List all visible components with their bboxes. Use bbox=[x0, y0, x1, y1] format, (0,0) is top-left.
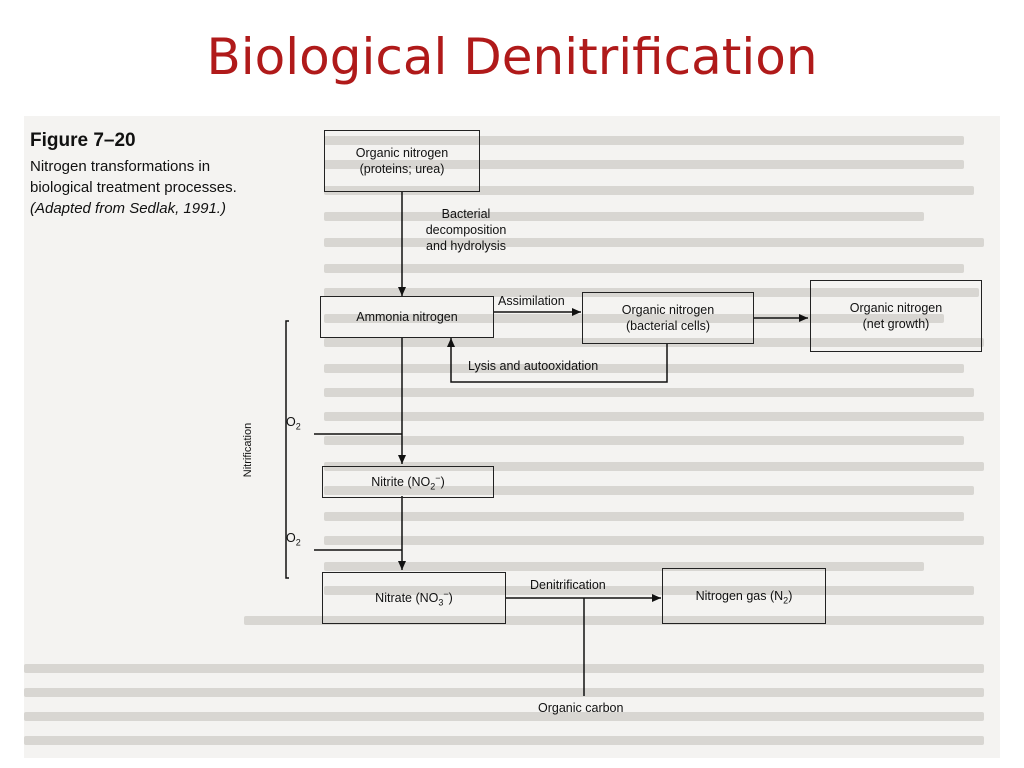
label-bacterial-decomposition: Bacterial decomposition and hydrolysis bbox=[425, 207, 507, 253]
slide-title: Biological Denitrification bbox=[206, 28, 818, 86]
figure-number: Figure 7–20 bbox=[30, 130, 136, 151]
diagram-connectors bbox=[285, 192, 808, 696]
node-nitrite: Nitrite (NO2−) bbox=[322, 466, 494, 498]
label-lysis-autooxidation: Lysis and autooxidation bbox=[468, 359, 599, 373]
label-o2-second: O2 bbox=[286, 531, 301, 548]
node-ammonia-nitrogen: Ammonia nitrogen bbox=[320, 296, 494, 338]
label-organic-carbon: Organic carbon bbox=[538, 701, 624, 715]
figure-caption: Figure 7–20 Nitrogen transformations in … bbox=[30, 130, 255, 219]
node-nitrogen-gas: Nitrogen gas (N2) bbox=[662, 568, 826, 624]
caption-text: Nitrogen transformations in biological t… bbox=[30, 158, 237, 196]
label-assimilation: Assimilation bbox=[498, 294, 565, 308]
label-denitrification: Denitrification bbox=[530, 578, 606, 592]
node-organic-nitrogen-growth: Organic nitrogen (net growth) bbox=[810, 280, 982, 352]
nitrification-bracket bbox=[285, 320, 289, 579]
label-nitrification: Nitrification bbox=[242, 422, 254, 478]
node-organic-nitrogen-bacterial: Organic nitrogen (bacterial cells) bbox=[582, 292, 754, 344]
node-organic-nitrogen-proteins: Organic nitrogen (proteins; urea) bbox=[324, 130, 480, 192]
label-o2-first: O2 bbox=[286, 415, 301, 432]
caption-source: (Adapted from Sedlak, 1991.) bbox=[30, 200, 226, 217]
figure-scan: Figure 7–20 Nitrogen transformations in … bbox=[24, 116, 1000, 758]
lysis-arrow bbox=[447, 338, 668, 383]
node-nitrate: Nitrate (NO3−) bbox=[322, 572, 506, 624]
